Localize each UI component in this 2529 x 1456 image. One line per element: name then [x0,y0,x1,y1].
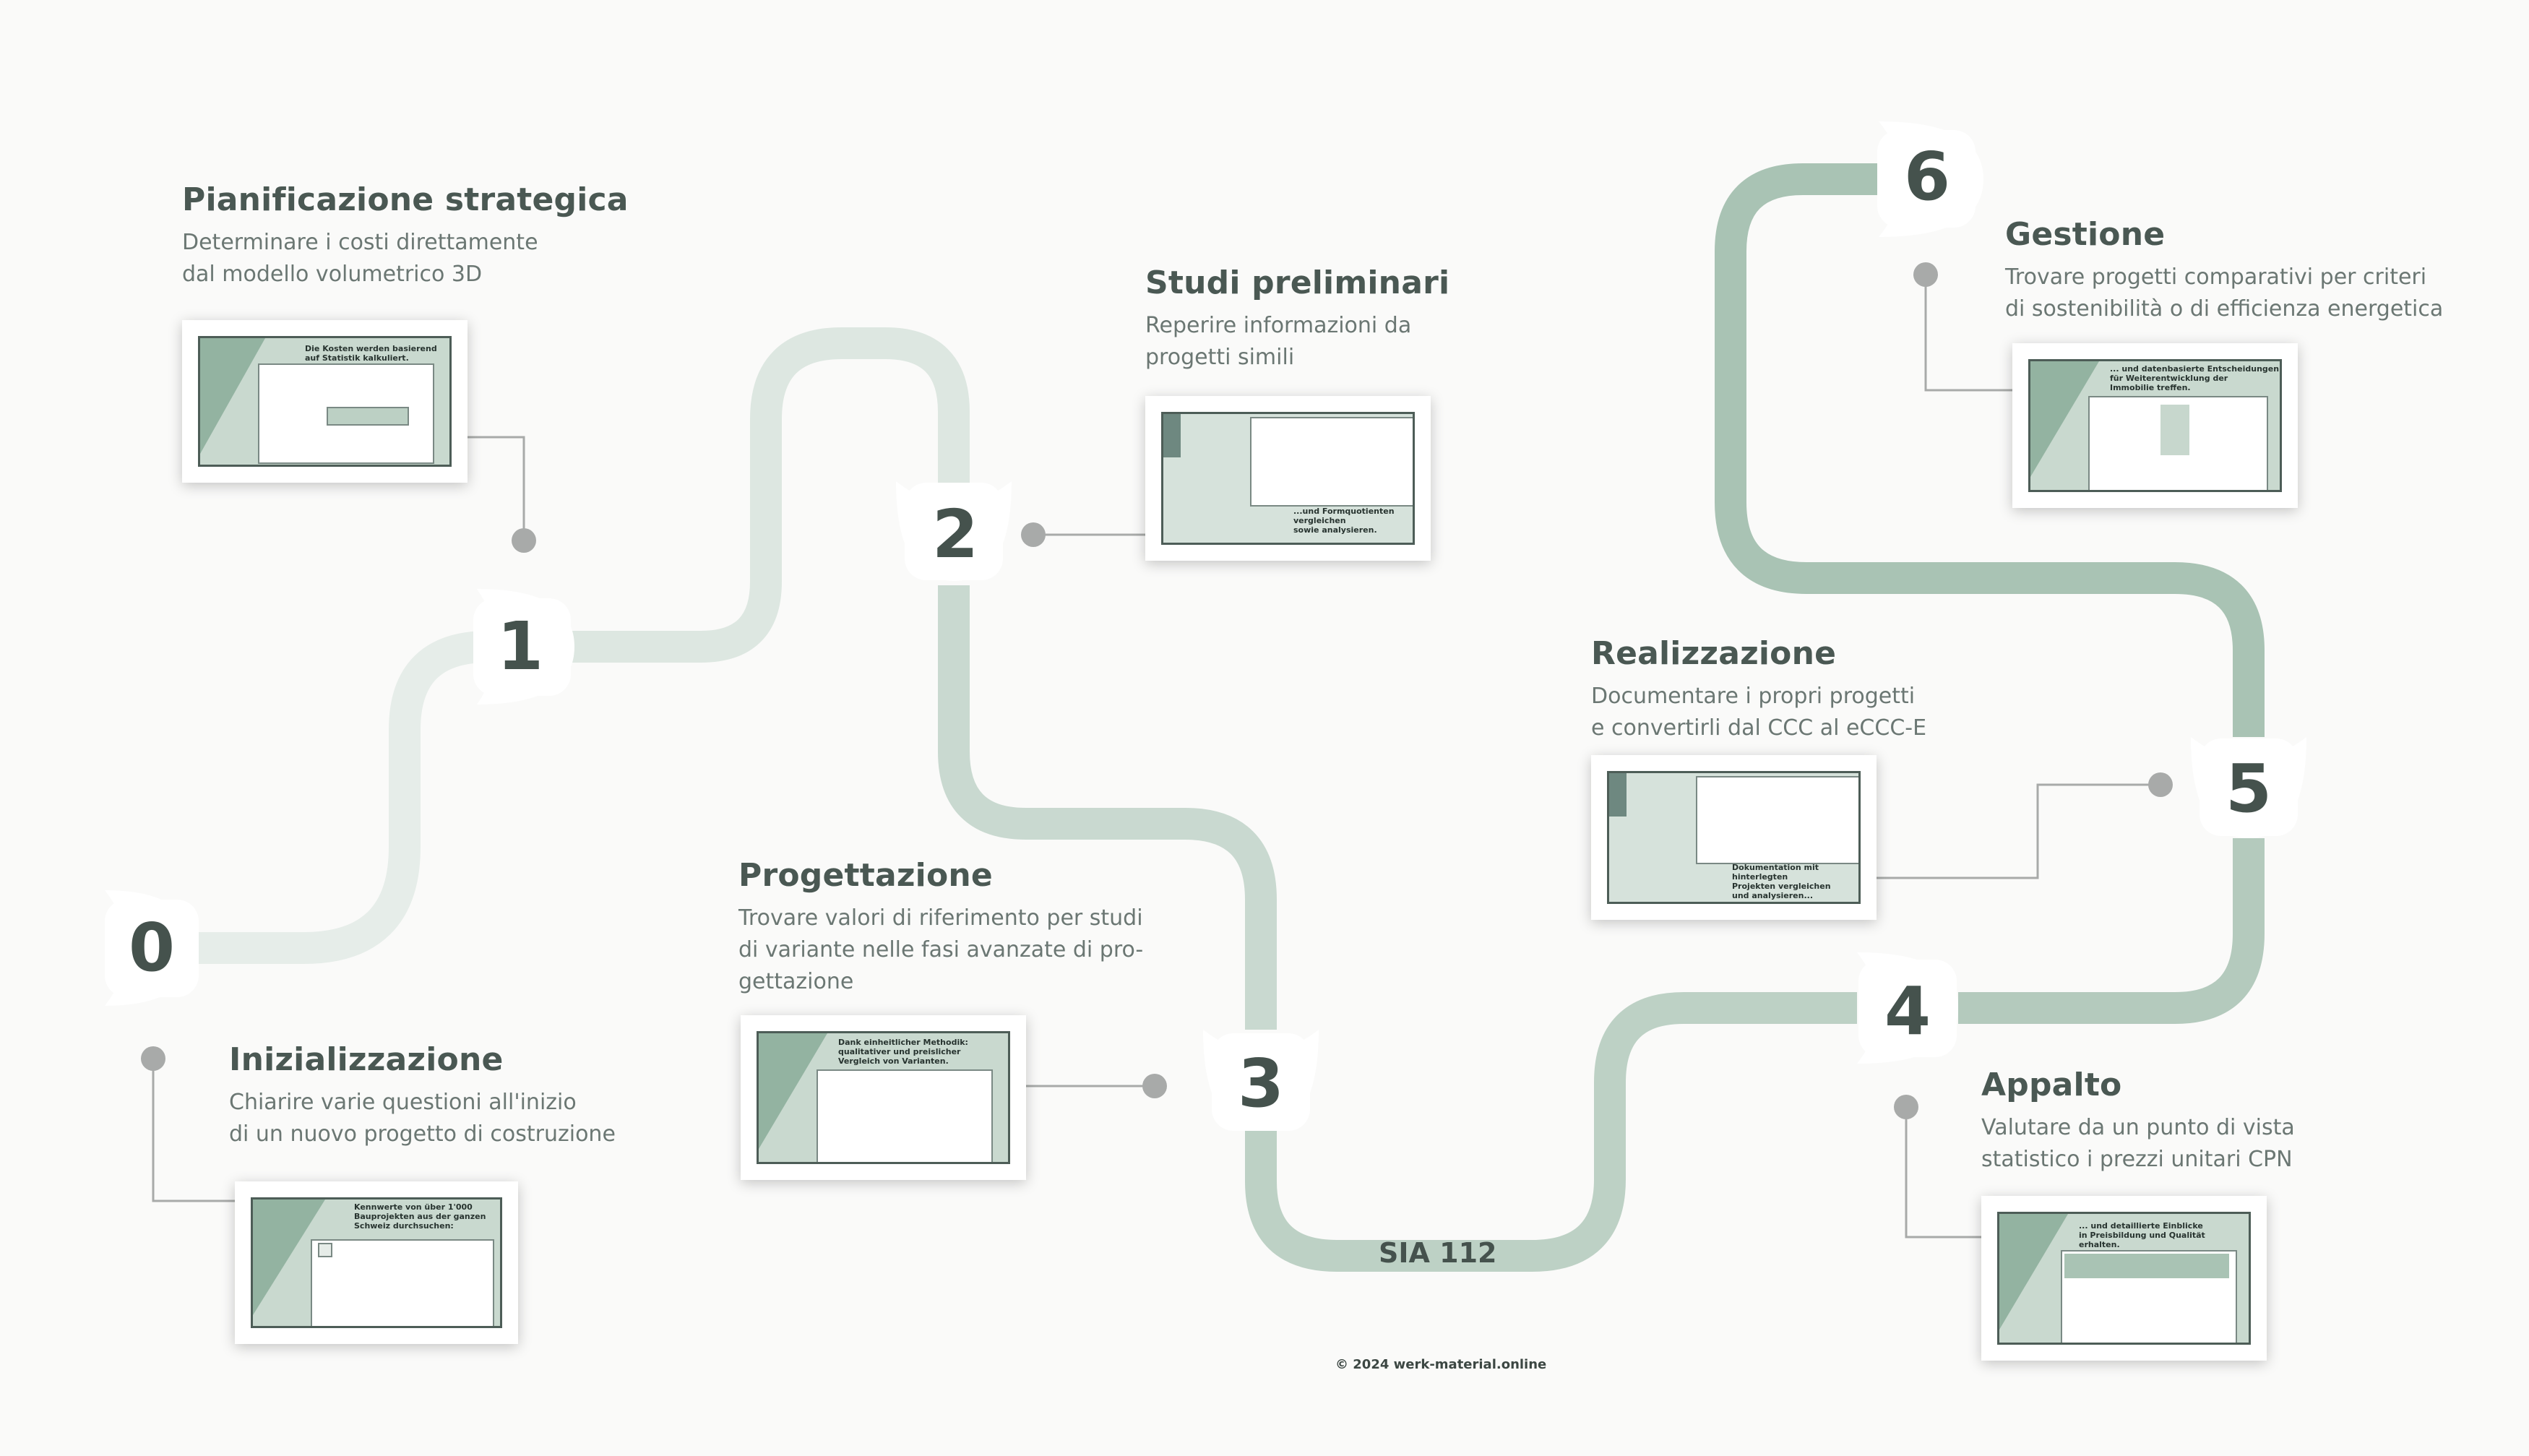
phase-2-screenshot: ...und Formquotienten vergleichen sowie … [1145,396,1431,561]
screenshot-screen: Dokumentation mit hinterlegten Projekten… [1607,771,1861,904]
milestone-number-0: 0 [128,909,175,986]
road-segment-2-3 [938,585,1277,1030]
milestone-number-2: 2 [931,496,978,573]
phase-title: Realizzazione [1591,635,1837,672]
phase-3-text: Progettazione Trovare valori di riferime… [738,856,1143,998]
screenshot-screen: Die Kosten werden basierend auf Statisti… [198,336,452,467]
screenshot-screen: ...und Formquotienten vergleichen sowie … [1161,412,1415,545]
screenshot-screen: ... und datenbasierte Entscheidungen für… [2028,359,2282,492]
copyright-text: © 2024 werk-material.online [1335,1357,1547,1372]
screenshot-caption: ... und detaillierte Einblicke in Preisb… [2079,1221,2205,1249]
milestone-number-3: 3 [1237,1045,1284,1122]
screenshot-caption: Dokumentation mit hinterlegten Projekten… [1732,863,1831,900]
phase-6-screenshot: ... und datenbasierte Entscheidungen für… [2012,343,2298,508]
road-segment-4-5 [1958,838,2265,1024]
road-segment-1-2 [564,327,970,663]
phase-title: Progettazione [738,857,993,894]
road-segment-0-1 [195,631,506,964]
phase-1-text: Pianificazione strategica Determinare i … [182,181,629,290]
milestone-number-5: 5 [2225,750,2272,827]
milestone-number-6: 6 [1903,138,1950,215]
phase-5-text: Realizzazione Documentare i propri proge… [1591,634,1926,744]
screenshot-screen: Kennwerte von über 1'000 Bauprojekten au… [251,1197,502,1328]
road-label: SIA 112 [1379,1237,1497,1269]
milestone-number-1: 1 [496,608,543,685]
phase-title: Appalto [1981,1067,2122,1103]
phase-5-screenshot: Dokumentation mit hinterlegten Projekten… [1591,755,1877,920]
phase-0-text: Inizializzazione Chiarire varie question… [229,1041,616,1150]
screenshot-screen: Dank einheitlicher Methodik: qualitative… [757,1031,1010,1164]
screenshot-caption: Die Kosten werden basierend auf Statisti… [305,344,437,363]
road-segment-3-4 [1245,992,1857,1272]
phase-0-screenshot: Kennwerte von über 1'000 Bauprojekten au… [235,1181,518,1344]
screenshot-screen: ... und detaillierte Einblicke in Preisb… [1997,1212,2251,1345]
screenshot-caption: ...und Formquotienten vergleichen sowie … [1293,507,1395,535]
phase-2-text: Studi preliminari Reperire informazioni … [1145,264,1449,374]
road-segment-5-6 [1715,163,2265,737]
phase-4-screenshot: ... und detaillierte Einblicke in Preisb… [1981,1196,2267,1361]
connector-dots [141,262,2173,1119]
screenshot-caption: ... und datenbasierte Entscheidungen für… [2110,364,2280,392]
connector-lines [152,275,2160,1239]
milestone-number-4: 4 [1884,973,1931,1050]
screenshot-caption: Kennwerte von über 1'000 Bauprojekten au… [354,1202,486,1231]
screenshot-caption: Dank einheitlicher Methodik: qualitative… [838,1038,968,1066]
phase-title: Gestione [2005,216,2166,253]
milestone-marker-bodies [105,130,2298,1131]
phase-title: Pianificazione strategica [182,181,629,218]
phase-6-text: Gestione Trovare progetti comparativi pe… [2005,215,2443,325]
phase-title: Inizializzazione [229,1041,504,1078]
phase-3-screenshot: Dank einheitlicher Methodik: qualitative… [741,1015,1026,1180]
phase-description: Trovare progetti comparativi per criteri… [2005,264,2444,322]
phase-1-screenshot: Die Kosten werden basierend auf Statisti… [182,320,468,483]
phase-title: Studi preliminari [1145,264,1450,301]
